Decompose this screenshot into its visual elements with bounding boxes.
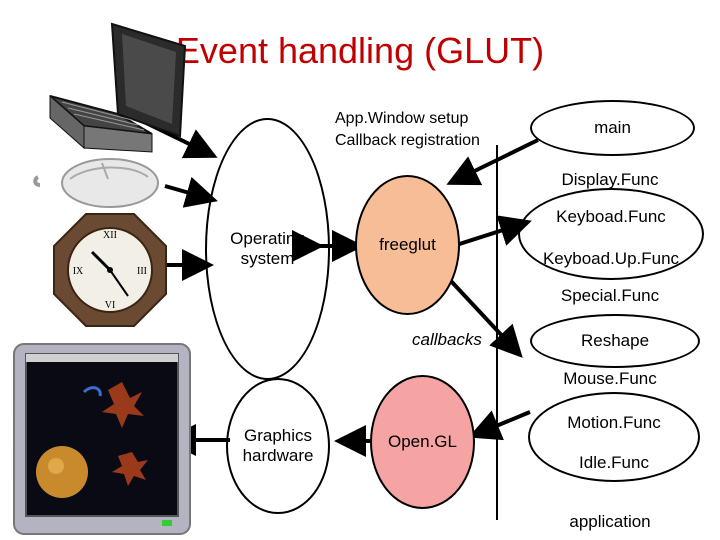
svg-text:IX: IX [73, 266, 84, 277]
os-oval: Operating system [205, 118, 330, 380]
opengl-label: Open.GL [388, 432, 457, 451]
app-opengl-arrow [468, 410, 531, 441]
svg-text:XII: XII [103, 230, 117, 241]
slide-title: Event handling (GLUT) [175, 30, 545, 71]
opengl-node: Open.GL [370, 375, 475, 509]
keyboard-label: Keyboad.Func [556, 207, 666, 226]
app-item-keyboard: Keyboad.Func Keyboad.Up.Func [518, 188, 704, 280]
monitor-icon [13, 343, 191, 535]
idle-label: Idle.Func [579, 453, 649, 472]
clock-icon: XII III VI IX [53, 213, 167, 327]
freeglut-label: freeglut [379, 235, 436, 254]
app-item-mouse: Mouse.Func [563, 369, 657, 388]
reshape-label: Reshape [580, 331, 650, 350]
main-label: main [594, 118, 631, 137]
freeglut-app-arrow [418, 215, 532, 271]
svg-text:III: III [137, 266, 147, 277]
keyboard-up-label: Keyboad.Up.Func [542, 249, 680, 268]
svg-text:VI: VI [105, 300, 116, 311]
setup-label: App.Window setup Callback registration [335, 110, 480, 149]
callbacks-label: callbacks [412, 330, 482, 349]
gfx-oval: Graphics hardware [226, 378, 330, 514]
app-item-display: Display.Func [561, 170, 659, 189]
gfx-label: Graphics hardware [242, 426, 314, 465]
app-item-motion: Motion.Func Idle.Func [528, 392, 700, 482]
mouse-icon [33, 158, 159, 208]
freeglut-node: freeglut [355, 175, 460, 315]
app-item-main: main [530, 100, 695, 156]
os-label: Operating system [230, 229, 305, 268]
mouse-arrow [164, 176, 218, 208]
main-arrow [446, 138, 539, 186]
motion-label: Motion.Func [567, 413, 661, 432]
app-item-reshape: Reshape [530, 314, 700, 368]
app-item-special: Special.Func [560, 286, 660, 305]
application-label: application [569, 512, 651, 531]
laptop-icon [49, 22, 187, 153]
callbacks-arrow [448, 278, 523, 358]
